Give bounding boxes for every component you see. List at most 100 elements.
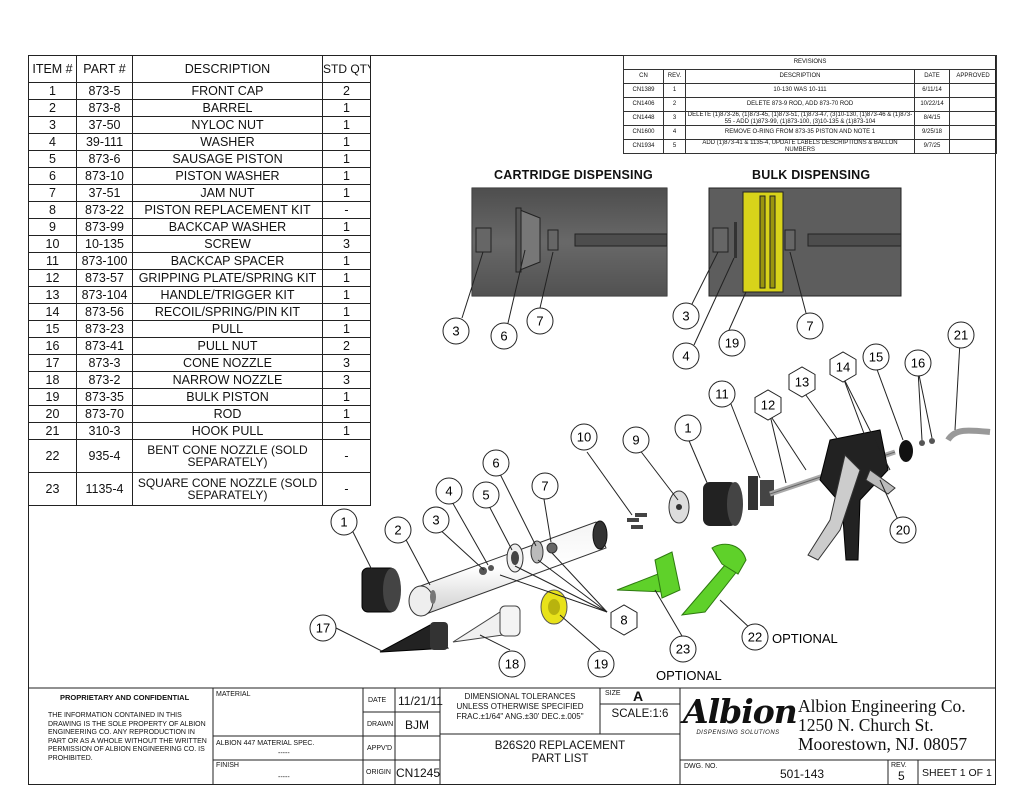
callout-balloon: 21 (947, 321, 975, 349)
callout-balloon: 4 (672, 342, 700, 370)
callout-balloon: 12 (754, 389, 782, 421)
item-number: 23 (28, 472, 77, 506)
company-street: 1250 N. Church St. (798, 715, 934, 735)
callout-balloon: 16 (904, 349, 932, 377)
finish-label: FINISH (216, 762, 239, 769)
item-number: 18 (28, 371, 77, 389)
callout-balloon: 15 (862, 343, 890, 371)
callout-balloon: 6 (482, 449, 510, 477)
part-number: 873-22 (76, 201, 133, 219)
part-number: 873-104 (76, 286, 133, 304)
size-label: SIZE (605, 690, 621, 697)
callout-shape (674, 414, 702, 442)
callout-balloon: 23 (669, 635, 697, 663)
part-number: 873-41 (76, 337, 133, 355)
callout-shape (741, 623, 769, 651)
callout-shape (947, 321, 975, 349)
callout-number: 21 (954, 328, 968, 343)
part-number: 873-99 (76, 218, 133, 236)
callout-balloon: 2 (384, 516, 412, 544)
callout-number: 4 (445, 484, 452, 499)
date-value: 11/21/11 (398, 694, 443, 708)
callout-number: 7 (536, 314, 543, 329)
callout-shape (610, 604, 638, 636)
callout-shape (330, 508, 358, 536)
callout-number: 18 (505, 657, 519, 672)
drawn-value: BJM (405, 718, 429, 732)
callout-number: 14 (836, 360, 850, 375)
callout-number: 15 (869, 350, 883, 365)
rev-value: 5 (898, 769, 905, 783)
rev-label: REV. (891, 762, 907, 769)
dwg-no-value: 501-143 (780, 767, 825, 781)
header-part: PART # (76, 55, 133, 83)
albion-logo: Albion DISPENSING SOLUTIONS (683, 694, 798, 737)
callout-balloon: 7 (531, 472, 559, 500)
callout-number: 22 (748, 630, 762, 645)
callout-number: 12 (761, 398, 775, 413)
sheet-number: SHEET 1 OF 1 (922, 767, 992, 779)
material-spec-value: ----- (278, 750, 290, 757)
item-number: 14 (28, 303, 77, 321)
callout-number: 16 (911, 356, 925, 371)
tolerance-block: DIMENSIONAL TOLERANCES UNLESS OTHERWISE … (440, 692, 600, 722)
part-description: CONE NOZZLE (132, 354, 323, 372)
callout-number: 23 (676, 642, 690, 657)
part-description: FRONT CAP (132, 82, 323, 100)
size-value: A (633, 688, 644, 704)
appvd-label: APPV'D (367, 745, 393, 752)
finish-value: ----- (278, 774, 290, 781)
callout-balloon: 4 (435, 477, 463, 505)
part-description: SCREW (132, 235, 323, 253)
callout-number: 6 (492, 456, 499, 471)
callout-balloon: 10 (570, 423, 598, 451)
callout-balloon: 6 (490, 322, 518, 350)
company-address: Albion Engineering Co. 1250 N. Church St… (798, 697, 967, 754)
callout-number: 3 (452, 324, 459, 339)
callout-shape (435, 477, 463, 505)
item-number: 19 (28, 388, 77, 406)
callout-shape (862, 343, 890, 371)
bulk-section-view (708, 187, 902, 297)
callout-number: 9 (632, 433, 639, 448)
callout-number: 1 (340, 515, 347, 530)
tolerance-line-2: UNLESS OTHERWISE SPECIFIED (456, 702, 584, 711)
callout-shape (622, 426, 650, 454)
drawing-title-line-1: B26S20 REPLACEMENT (494, 740, 626, 752)
callout-shape (754, 389, 782, 421)
callout-balloon: 5 (472, 481, 500, 509)
part-number: 10-135 (76, 235, 133, 253)
scale-value: SCALE:1:6 (611, 708, 669, 720)
std-qty: - (322, 472, 371, 506)
callout-number: 13 (795, 375, 809, 390)
callout-shape (708, 380, 736, 408)
callout-number: 7 (806, 319, 813, 334)
callout-number: 10 (577, 430, 591, 445)
exploded-parts (361, 427, 991, 653)
origin-label: ORIGIN (366, 769, 391, 776)
callout-balloon: 19 (718, 329, 746, 357)
callout-number: 17 (316, 621, 330, 636)
part-number: 1135-4 (76, 472, 133, 506)
company-name: Albion Engineering Co. (798, 696, 966, 716)
callout-shape (796, 312, 824, 340)
callout-balloon: 14 (829, 351, 857, 383)
part-number: 873-8 (76, 99, 133, 117)
callout-balloon: 19 (587, 650, 615, 678)
callout-shape (672, 302, 700, 330)
rev-approved (948, 139, 998, 154)
